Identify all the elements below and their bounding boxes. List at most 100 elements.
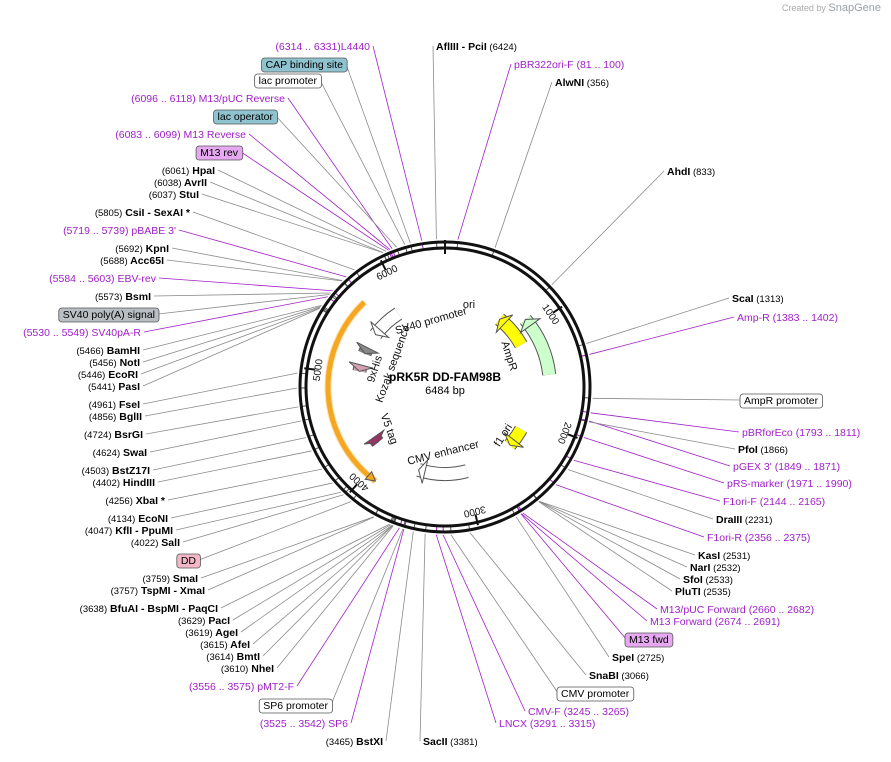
site-label: (6083 .. 6099) M13 Reverse <box>115 129 246 141</box>
site-label: PluTI (2535) <box>675 586 731 598</box>
site-label-text: (4961) FseI <box>89 399 140 411</box>
f1ori-arrowhead <box>503 431 524 448</box>
label-part: (3610) <box>221 664 248 675</box>
site-label-text: (4402) HindIII <box>93 477 156 489</box>
site-label-text: (4047) KflI - PpuMI <box>85 525 173 537</box>
label-part: EcoNI <box>135 513 168 525</box>
dd-arrowhead <box>364 470 377 482</box>
label-part: (3291 .. 3315) <box>527 718 595 730</box>
label-part: (4022) <box>131 538 158 549</box>
leader-line <box>588 421 736 450</box>
leader-line <box>538 500 696 556</box>
label-part: (81 .. 100) <box>574 59 625 71</box>
label-part: (4961) <box>89 400 116 411</box>
site-label-text: CAP binding site <box>266 59 344 71</box>
site-label-text: SacII (3381) <box>423 736 478 748</box>
label-part: SP6 <box>325 718 348 730</box>
label-part: M13/pUC Reverse <box>196 93 285 105</box>
feature-tag-box <box>254 73 322 89</box>
label-part: (5584 .. 5603) <box>49 273 114 285</box>
site-label-text: (4856) BglII <box>89 411 142 423</box>
label-part: - PciI <box>459 41 487 53</box>
site-label: M13 rev <box>195 145 244 161</box>
site-label: (3759) SmaI <box>143 573 199 585</box>
site-label: AmpR promoter <box>739 393 824 409</box>
site-label: SP6 promoter <box>258 698 333 714</box>
leader-line <box>538 501 673 592</box>
site-label-text: (5446) EcoRI <box>78 369 138 381</box>
site-label-text: (5441) PasI <box>88 381 140 393</box>
site-label: F1ori-R (2356 .. 2375) <box>707 532 810 544</box>
label-part: NarI <box>690 562 711 574</box>
tick-mark <box>566 433 578 439</box>
site-label-text: F1ori-R (2356 .. 2375) <box>707 532 810 544</box>
site-label-text: SpeI (2725) <box>612 652 664 664</box>
label-part: (4856) <box>89 412 116 423</box>
label-part: LNCX <box>499 718 527 730</box>
label-part: (2144 .. 2165) <box>757 496 825 508</box>
his-arrowhead <box>348 361 375 372</box>
site-label: DD <box>176 553 201 569</box>
site-label: (3465) BstXI <box>326 736 383 748</box>
site-label: (5441) PasI <box>88 381 140 393</box>
label-part: BfuAI <box>107 603 138 615</box>
leader-line <box>515 516 610 658</box>
label-part: FseI <box>116 399 140 411</box>
site-label-text: pGEX 3' (1849 .. 1871) <box>733 461 840 473</box>
label-part: (3629) <box>178 616 205 627</box>
site-label: (3610) NheI <box>221 663 274 675</box>
label-part: pBRforEco <box>742 427 793 439</box>
label-part: (2356 .. 2375) <box>742 532 810 544</box>
leader-line <box>240 524 393 633</box>
site-label: DraIII (2231) <box>716 514 772 526</box>
site-label-text: AflIII - PciI (6424) <box>436 41 517 53</box>
site-label: (3615) AfeI <box>200 639 250 651</box>
site-label-text: SfoI (2533) <box>683 574 733 586</box>
leader-line <box>142 304 322 351</box>
ampr-arc <box>520 315 556 376</box>
leader-line <box>287 97 393 249</box>
label-part: (5719 .. 5739) <box>63 225 128 237</box>
site-label: (5692) KpnI <box>115 243 169 255</box>
label-part: PasI <box>115 381 140 393</box>
label-part: (2531) <box>720 551 750 562</box>
label-part: KasI <box>698 550 720 562</box>
label-part: (4047) <box>85 526 112 537</box>
site-label-text: LNCX (3291 .. 3315) <box>499 718 595 730</box>
label-part: TspMI <box>138 585 171 597</box>
site-label-text: PluTI (2535) <box>675 586 731 598</box>
site-label: M13 fwd <box>624 632 674 648</box>
leader-line <box>142 306 321 363</box>
label-part: (6037) <box>149 190 176 201</box>
plasmid-size: 6484 bp <box>425 385 465 397</box>
site-label-text: AhdI (833) <box>667 166 715 178</box>
site-label: SpeI (2725) <box>612 652 664 664</box>
leader-line <box>157 450 312 483</box>
site-label: pGEX 3' (1849 .. 1871) <box>733 461 840 473</box>
site-label-text: lac operator <box>218 111 274 123</box>
label-part: F1ori-R <box>707 532 742 544</box>
label-part: (3619) <box>185 628 212 639</box>
site-label: (5446) EcoRI <box>78 369 138 381</box>
site-label-text: ScaI (1313) <box>732 293 784 305</box>
site-label-text: (3614) BmtI <box>206 651 260 663</box>
site-label-text: Amp-R (1383 .. 1402) <box>737 312 838 324</box>
site-label-text: (3619) AgeI <box>185 627 238 639</box>
site-label: LNCX (3291 .. 3315) <box>499 718 595 730</box>
leader-line <box>182 494 344 543</box>
label-part: SfoI <box>683 574 703 586</box>
leader-line <box>248 133 391 250</box>
label-part: pMT2-F <box>254 681 294 693</box>
site-label-text: pRS-marker (1971 .. 1990) <box>727 478 852 490</box>
label-part: (5530 .. 5549) <box>23 327 88 339</box>
tick-label: 2000 <box>555 420 573 445</box>
label-part: M13 Forward <box>650 616 712 628</box>
label-part: CAP binding site <box>266 59 344 71</box>
label-part: (4134) <box>108 514 135 525</box>
feature-tag-box <box>556 686 635 702</box>
site-label-text: SP6 promoter <box>263 700 328 712</box>
feature-label-cmv: CMV enhancer <box>406 438 480 467</box>
site-label: (3556 .. 3575) pMT2-F <box>189 681 294 693</box>
leader-line <box>142 372 298 405</box>
site-label-text: (6083 .. 6099) M13 Reverse <box>115 129 246 141</box>
